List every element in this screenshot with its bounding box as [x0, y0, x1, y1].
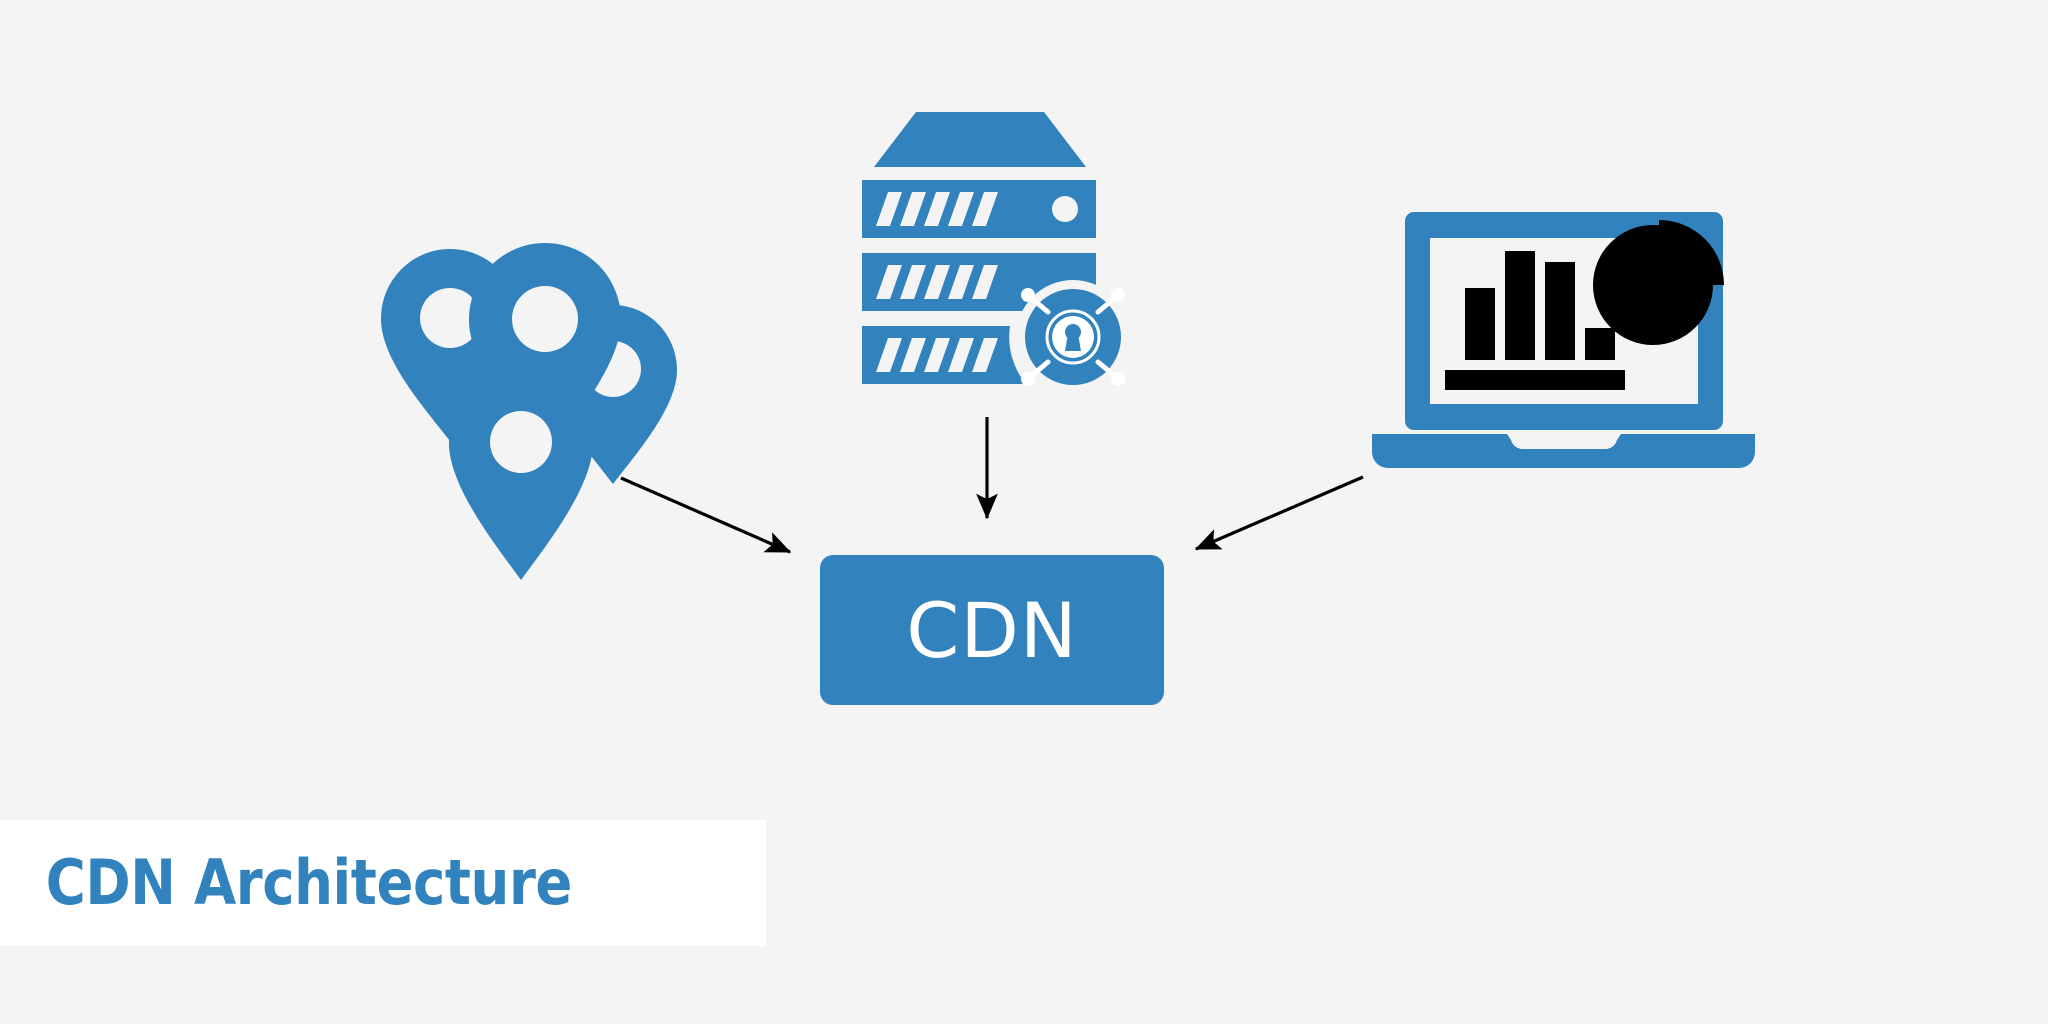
server-rack-layer-3 — [862, 326, 1026, 384]
laptop-analytics-icon — [1372, 212, 1755, 468]
screen-pie-chart — [1593, 220, 1724, 345]
title-banner: CDN Architecture — [0, 820, 766, 946]
laptop-base — [1372, 434, 1755, 468]
screen-bar-chart — [1445, 251, 1625, 390]
map-pin-bottom — [449, 370, 593, 580]
arrow-laptop-to-cdn — [1194, 475, 1364, 551]
secure-server-icon — [862, 112, 1130, 394]
arrow-pins-to-cdn — [620, 476, 792, 554]
server-top-panel — [874, 112, 1086, 167]
page-title: CDN Architecture — [45, 846, 573, 919]
screen-chart-baseline — [1445, 370, 1625, 390]
server-status-led — [1052, 196, 1078, 222]
lock-network-icon — [1016, 280, 1130, 394]
server-rack-layer-1 — [862, 180, 1096, 238]
map-pins-icon — [381, 243, 677, 580]
diagram-arrows — [620, 417, 1364, 554]
cdn-node-box — [820, 555, 1164, 705]
